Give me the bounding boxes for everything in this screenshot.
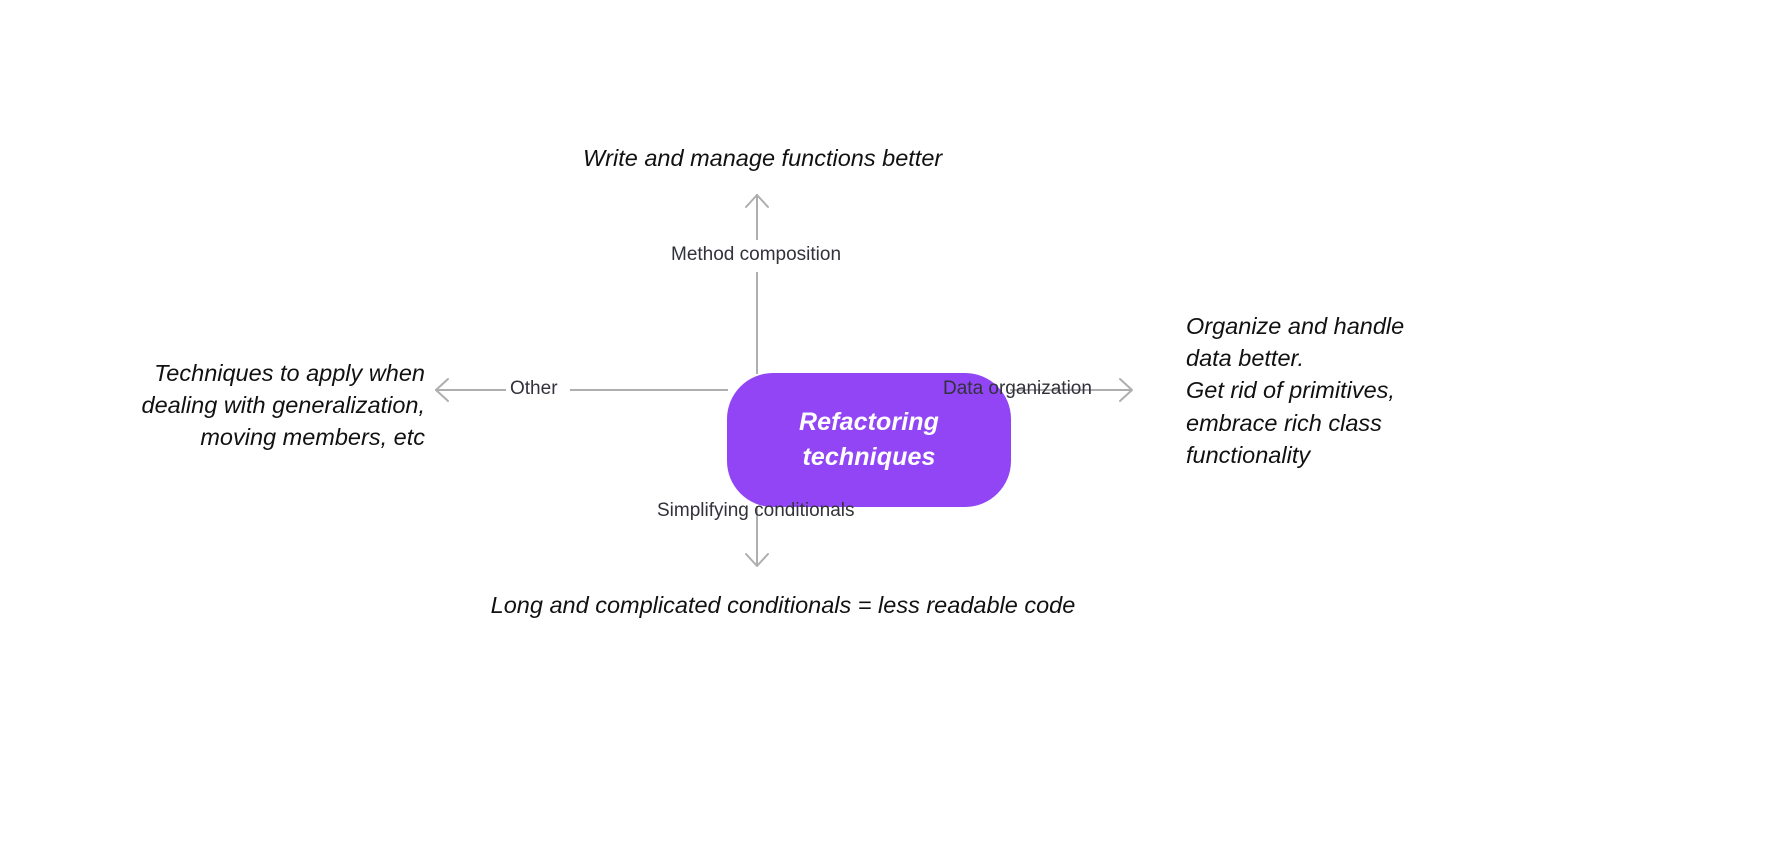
outcome-text-up: Write and manage functions better xyxy=(583,142,943,174)
center-node-line-1: Refactoring xyxy=(798,407,939,436)
outcome-text-right: Organize and handle data better. Get rid… xyxy=(1186,310,1476,471)
outcome-text-left: Techniques to apply when dealing with ge… xyxy=(95,357,426,454)
center-node-line-2: techniques xyxy=(802,443,936,471)
branch-label-other: Other xyxy=(510,378,558,399)
outcome-line: data better. xyxy=(1186,345,1305,372)
branch-label-method-composition: Method composition xyxy=(671,244,842,265)
connector-line-down-upper xyxy=(756,506,758,542)
outcome-line: embrace rich class xyxy=(1186,409,1382,436)
branch-label-data-organization: Data organization xyxy=(943,378,1092,399)
center-node-refactoring-techniques[interactable]: Refactoring techniques xyxy=(727,373,1011,507)
outcome-text-down: Long and complicated conditionals = less… xyxy=(453,589,1113,621)
outcome-line: moving members, etc xyxy=(200,424,425,451)
arrow-head-right xyxy=(1102,378,1133,402)
connector-line-up-lower xyxy=(756,272,758,374)
outcome-line: functionality xyxy=(1186,441,1311,468)
outcome-line: Organize and handle xyxy=(1186,313,1405,339)
arrow-head-left xyxy=(435,378,463,402)
connector-line-left-inner xyxy=(570,389,728,391)
outcome-line: Techniques to apply when xyxy=(154,360,425,386)
connector-line-left-outer xyxy=(462,389,506,391)
arrow-head-down xyxy=(745,530,769,567)
branch-label-simplifying-conditionals: Simplifying conditionals xyxy=(657,500,855,521)
connector-line-right-inner xyxy=(1010,389,1120,391)
outcome-line: dealing with generalization, xyxy=(141,392,426,419)
connector-line-up-upper xyxy=(756,205,758,240)
outcome-line: Long and complicated conditionals = less… xyxy=(490,592,1076,618)
outcome-line: Get rid of primitives, xyxy=(1186,377,1395,404)
outcome-line: Write and manage functions better xyxy=(583,145,943,171)
